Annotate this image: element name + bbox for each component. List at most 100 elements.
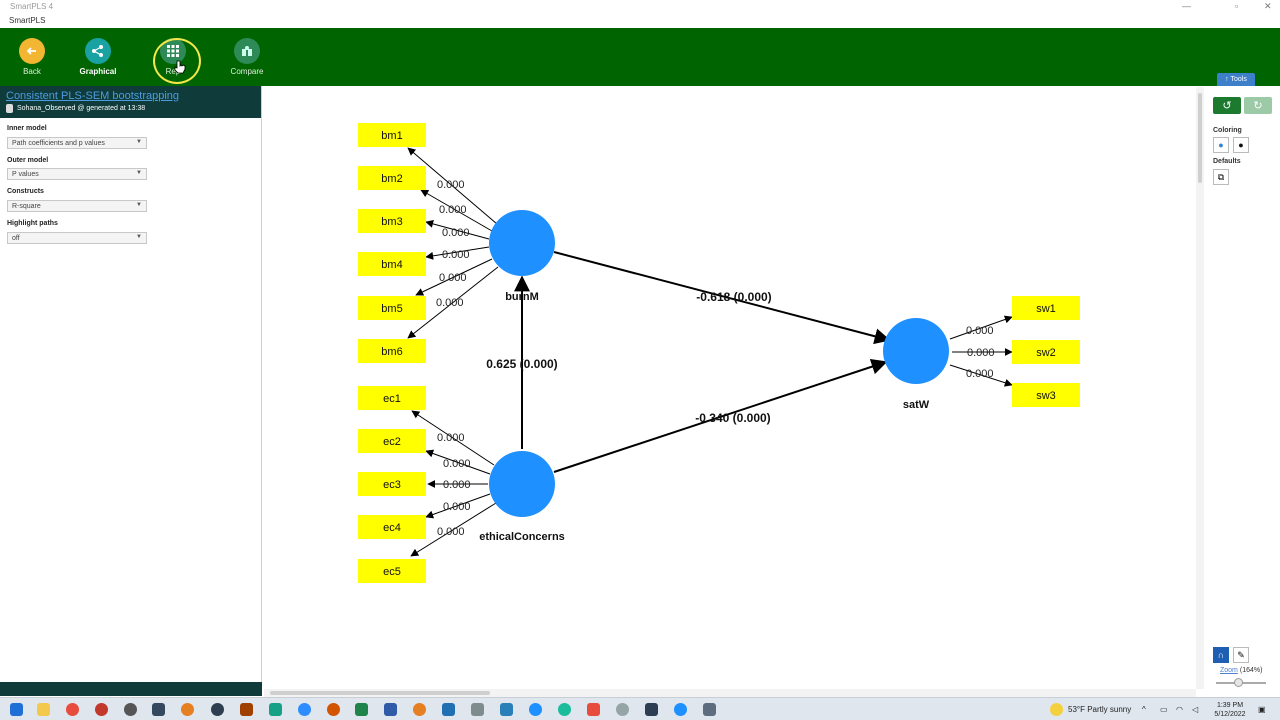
system-clock[interactable]: 1:39 PM 5/12/2022: [1210, 701, 1250, 719]
algorithm-title-link[interactable]: Consistent PLS-SEM bootstrapping: [6, 90, 180, 102]
arrow-satW-sw1: [949, 315, 1013, 340]
notifications-icon[interactable]: ▣: [1258, 705, 1266, 714]
firefox-icon[interactable]: [181, 703, 194, 716]
active-app-icon[interactable]: [616, 703, 629, 716]
indicator-label-bm1: bm1: [381, 130, 402, 142]
arrow-burnM-bm6: [407, 266, 499, 339]
chrome-icon[interactable]: [66, 703, 79, 716]
edge-icon[interactable]: [211, 703, 224, 716]
indicator-sw3[interactable]: [1012, 383, 1080, 407]
scroll-thumb[interactable]: [270, 691, 490, 695]
taskbar: 53°F Partly sunny ^ ▭ ◠ ◁ 1:39 PM 5/12/2…: [0, 697, 1280, 720]
vscode-icon[interactable]: [500, 703, 513, 716]
constructs-select[interactable]: R-square ▼: [7, 200, 147, 212]
menu-bar: SmartPLS: [0, 14, 1280, 28]
indicator-ec1[interactable]: [358, 386, 426, 410]
weather-icon[interactable]: [1050, 703, 1063, 716]
construct-burnM[interactable]: [489, 210, 555, 276]
path-ethicalConcerns-satW[interactable]: [553, 358, 888, 473]
excel-icon[interactable]: [355, 703, 368, 716]
settings-icon[interactable]: [124, 703, 137, 716]
tools-tab[interactable]: ↑ Tools: [1217, 73, 1255, 86]
menu-smartpls[interactable]: SmartPLS: [9, 16, 46, 25]
line-color-icon[interactable]: ●: [1233, 137, 1249, 153]
indicator-bm6[interactable]: [358, 339, 426, 363]
graphical-button[interactable]: Graphical: [68, 38, 128, 76]
app-icon[interactable]: [240, 703, 253, 716]
highlight-paths-select[interactable]: off ▼: [7, 232, 147, 244]
maximize-icon[interactable]: ▫: [1235, 1, 1239, 11]
powerpoint-icon[interactable]: [327, 703, 340, 716]
blender-icon[interactable]: [413, 703, 426, 716]
weather-text[interactable]: 53°F Partly sunny: [1068, 705, 1132, 714]
wifi-icon[interactable]: ◠: [1176, 705, 1183, 714]
indicator-bm4[interactable]: [358, 252, 426, 276]
app-icon[interactable]: [703, 703, 716, 716]
indicator-bm1[interactable]: [358, 123, 426, 147]
constructs-label: Constructs: [7, 188, 44, 195]
redo-button[interactable]: ↻: [1244, 97, 1272, 114]
indicator-ec4[interactable]: [358, 515, 426, 539]
highlight-paths-value: off: [12, 235, 20, 242]
pvalue-bm5: 0.000: [439, 272, 467, 284]
indicator-sw1[interactable]: [1012, 296, 1080, 320]
back-button[interactable]: Back: [2, 38, 62, 76]
clock-date: 5/12/2022: [1214, 711, 1246, 718]
indicator-sw2[interactable]: [1012, 340, 1080, 364]
arrow-burnM-bm1: [407, 147, 498, 225]
network-icon[interactable]: ▭: [1160, 705, 1168, 714]
zoom-slider-knob[interactable]: [1234, 678, 1243, 687]
start-icon[interactable]: [10, 703, 23, 716]
pvalue-ec1: 0.000: [437, 432, 465, 444]
zoom-slider[interactable]: [1216, 678, 1266, 687]
model-canvas[interactable]: burnM ethicalConcerns satW bm1 bm2 bm3 b…: [264, 87, 1196, 689]
outer-model-select[interactable]: P values ▼: [7, 168, 147, 180]
smartpls-icon[interactable]: [529, 703, 542, 716]
app-icon[interactable]: [152, 703, 165, 716]
indicator-bm2[interactable]: [358, 166, 426, 190]
indicator-label-sw1: sw1: [1036, 303, 1056, 315]
undo-button[interactable]: ↺: [1213, 97, 1241, 114]
app-icon[interactable]: [471, 703, 484, 716]
construct-ethicalConcerns[interactable]: [489, 451, 555, 517]
pvalue-bm2: 0.000: [439, 204, 467, 216]
indicator-ec5[interactable]: [358, 559, 426, 583]
scroll-thumb[interactable]: [1198, 93, 1202, 183]
indicator-bm5[interactable]: [358, 296, 426, 320]
pvalue-bm3: 0.000: [442, 227, 470, 239]
path-burnM-satW[interactable]: [553, 251, 891, 345]
hand-cursor-icon: [174, 60, 186, 74]
construct-satW[interactable]: [883, 318, 949, 384]
file-explorer-icon[interactable]: [37, 703, 50, 716]
pen-icon[interactable]: ✎: [1233, 647, 1249, 663]
zoom-app-icon[interactable]: [298, 703, 311, 716]
app-icon[interactable]: [269, 703, 282, 716]
inner-model-select[interactable]: Path coefficients and p values ▼: [7, 137, 147, 149]
magnet-icon[interactable]: ∩: [1213, 647, 1229, 663]
tray-chevron-up-icon[interactable]: ^: [1142, 705, 1146, 714]
indicator-label-ec2: ec2: [383, 436, 401, 448]
close-icon[interactable]: ✕: [1264, 1, 1272, 11]
indicator-ec2[interactable]: [358, 429, 426, 453]
compare-label: Compare: [230, 67, 264, 76]
smartpls-icon[interactable]: [674, 703, 687, 716]
app-icon[interactable]: [558, 703, 571, 716]
fill-color-icon[interactable]: ●: [1213, 137, 1229, 153]
zoom-link[interactable]: Zoom: [1220, 667, 1238, 674]
zoom-level: Zoom (164%): [1220, 667, 1262, 674]
app-icon[interactable]: [587, 703, 600, 716]
vertical-scrollbar[interactable]: [1196, 87, 1204, 689]
horizontal-scrollbar[interactable]: [264, 689, 1196, 697]
word-icon[interactable]: [384, 703, 397, 716]
indicator-bm3[interactable]: [358, 209, 426, 233]
volume-icon[interactable]: ◁: [1192, 705, 1199, 714]
compare-button[interactable]: Compare: [217, 38, 277, 76]
browser-icon[interactable]: [95, 703, 108, 716]
app-icon[interactable]: [645, 703, 658, 716]
minimize-icon[interactable]: —: [1182, 1, 1191, 11]
app-icon[interactable]: [442, 703, 455, 716]
reset-defaults-icon[interactable]: ⧉: [1213, 169, 1229, 185]
indicator-ec3[interactable]: [358, 472, 426, 496]
arrow-ec-ec4: [425, 493, 491, 519]
arrow-burnM-bm3: [425, 220, 490, 240]
